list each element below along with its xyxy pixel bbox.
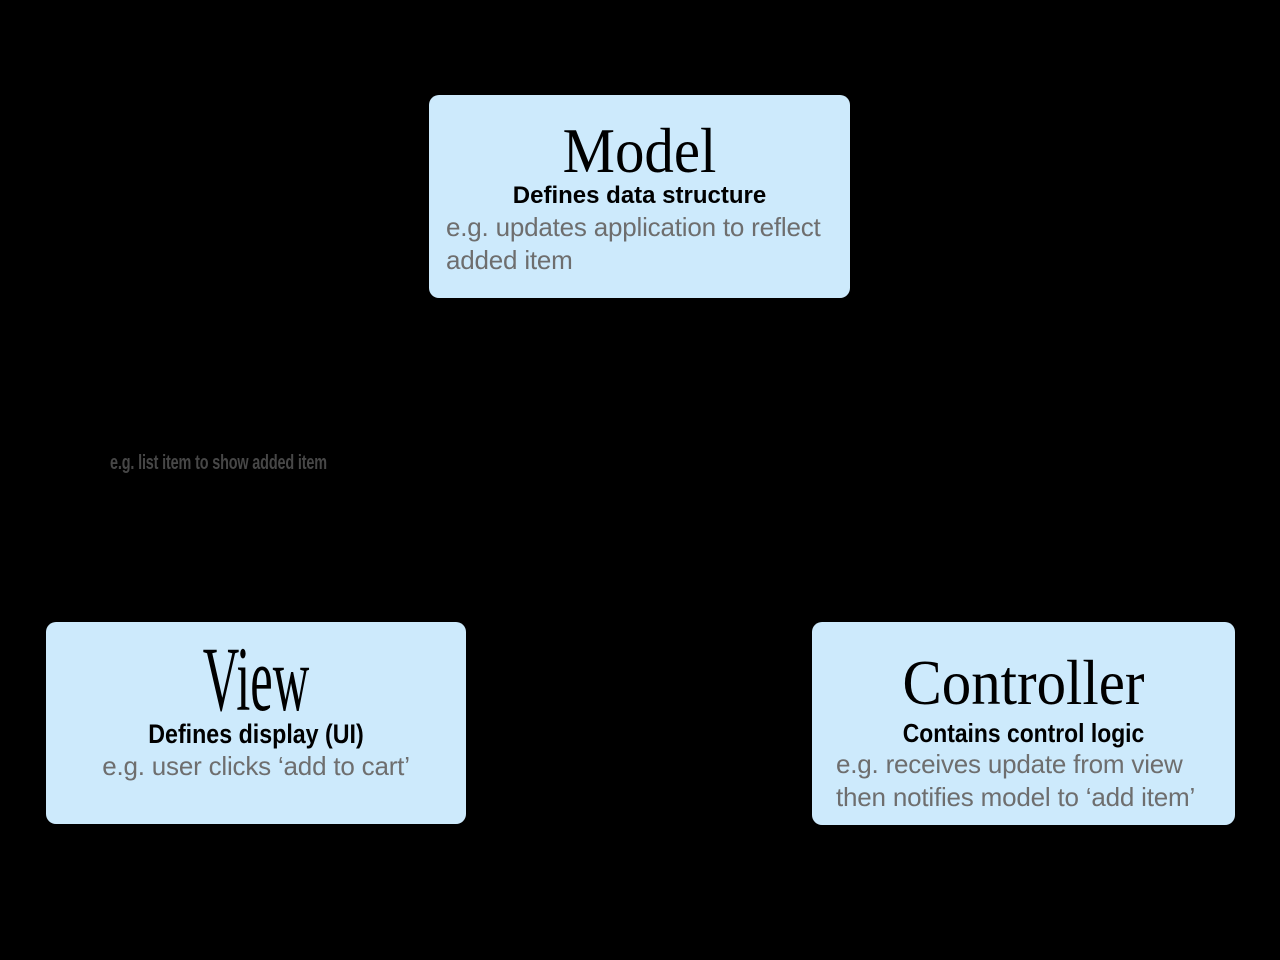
- model-example-line-1: e.g. updates application to reflect: [446, 212, 821, 242]
- view-subtitle: Defines display (UI): [148, 719, 364, 749]
- view-box: View Defines display (UI) e.g. user clic…: [46, 622, 466, 824]
- model-example-line-2: added item: [446, 245, 573, 275]
- model-subtitle: Defines data structure: [512, 182, 767, 209]
- controller-subtitle: Contains control logic: [902, 718, 1145, 748]
- model-example: e.g. updates application to reflect adde…: [429, 211, 850, 277]
- view-example-line-1: e.g. user clicks ‘add to cart’: [102, 751, 410, 781]
- model-box: Model Defines data structure e.g. update…: [429, 95, 850, 298]
- controller-example-line-1: e.g. receives update from view: [836, 749, 1183, 779]
- model-title: Model: [562, 115, 717, 186]
- controller-title: Controller: [902, 647, 1145, 718]
- controller-box: Controller Contains control logic e.g. r…: [812, 622, 1235, 825]
- model-view-arrow-example-label: e.g. list item to show added item: [110, 452, 327, 474]
- controller-example: e.g. receives update from view then noti…: [812, 748, 1235, 814]
- controller-example-line-2: then notifies model to ‘add item’: [836, 782, 1196, 812]
- view-title: View: [202, 628, 310, 730]
- view-example: e.g. user clicks ‘add to cart’: [46, 750, 466, 783]
